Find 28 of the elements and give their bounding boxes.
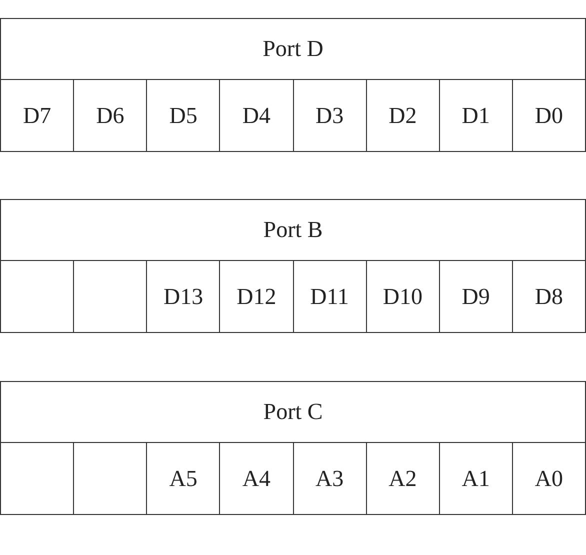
empty-bit-cell bbox=[73, 260, 146, 332]
bit-cell: D0 bbox=[512, 79, 585, 151]
bit-cell: D9 bbox=[438, 260, 512, 332]
bit-cell: D4 bbox=[219, 79, 292, 151]
bit-cell: D5 bbox=[146, 79, 220, 151]
bit-cell: D11 bbox=[292, 260, 366, 332]
bit-cell: D8 bbox=[512, 260, 585, 332]
register-table bbox=[0, 199, 586, 333]
bit-cell: A4 bbox=[219, 442, 292, 514]
bit-cell: A0 bbox=[512, 442, 585, 514]
bit-cell: D6 bbox=[73, 79, 146, 151]
register-table bbox=[0, 18, 586, 152]
port-label: Port D bbox=[262, 36, 324, 62]
port-label: Port B bbox=[263, 217, 323, 243]
bit-cell: D12 bbox=[219, 260, 292, 332]
bit-cell: A1 bbox=[438, 442, 512, 514]
port-label: Port C bbox=[263, 399, 323, 425]
bit-cell: D2 bbox=[366, 79, 439, 151]
bit-cell: D3 bbox=[292, 79, 366, 151]
register-table bbox=[0, 381, 586, 515]
bit-cell: A3 bbox=[292, 442, 366, 514]
bit-cell: D1 bbox=[438, 79, 512, 151]
bit-cell: D13 bbox=[146, 260, 220, 332]
empty-bit-cell bbox=[73, 442, 146, 514]
bit-cell: A5 bbox=[146, 442, 220, 514]
bit-cell: D10 bbox=[366, 260, 439, 332]
bit-cell: D7 bbox=[1, 79, 74, 151]
bit-cell: A2 bbox=[366, 442, 439, 514]
